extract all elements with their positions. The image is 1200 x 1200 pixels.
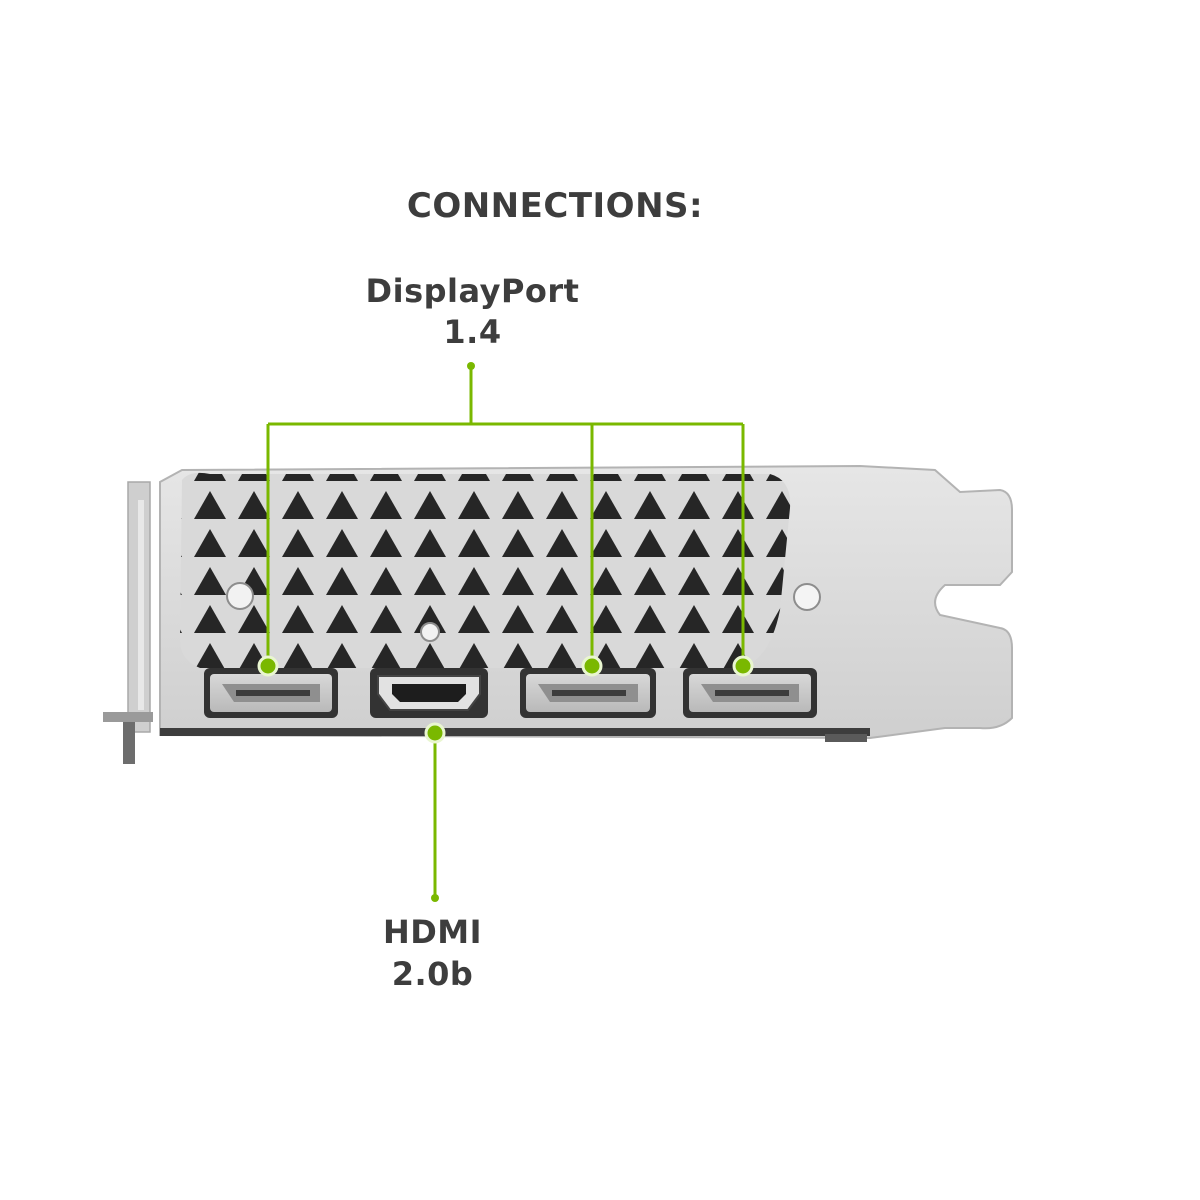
- displayport-1-marker: [257, 655, 279, 677]
- port-displayport-2: [520, 668, 656, 718]
- port-displayport-1: [204, 668, 338, 718]
- displayport-3-marker: [732, 655, 754, 677]
- diagram-heading: CONNECTIONS:: [406, 186, 704, 226]
- displayport-label: DisplayPort: [365, 272, 580, 310]
- displayport-2-marker: [581, 655, 603, 677]
- hdmi-callout: [424, 722, 446, 902]
- displayport-callout-dot: [467, 362, 475, 370]
- bracket-screw-tab: [103, 481, 192, 764]
- displayport-callout: [266, 366, 745, 664]
- hdmi-label: HDMI: [382, 913, 483, 951]
- hdmi-version-label: 2.0b: [391, 955, 474, 993]
- port-hdmi: [370, 668, 488, 718]
- port-displayport-3: [683, 668, 817, 718]
- displayport-version-label: 1.4: [443, 313, 502, 351]
